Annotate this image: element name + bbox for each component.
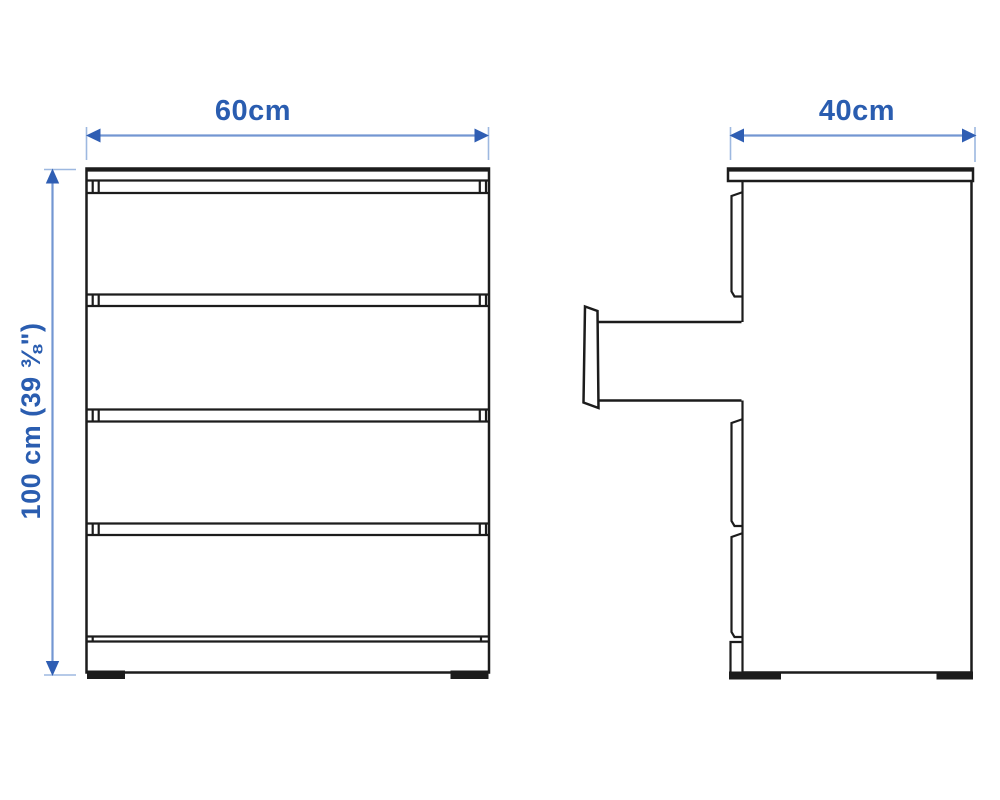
arrow-up-icon: [45, 168, 60, 184]
width-dimension-label: 60cm: [215, 95, 291, 127]
side-view: [582, 167, 975, 680]
side-drawer-front-closed: [730, 531, 744, 639]
arrow-right-icon: [962, 128, 977, 143]
front-foot-left: [87, 670, 125, 679]
height-dimension: 100 cm (39 ⅜"): [16, 168, 76, 676]
side-open-drawer: [582, 304, 742, 410]
side-drawer-front-closed: [730, 417, 744, 528]
side-plinth: [729, 640, 743, 672]
side-foot-back: [936, 671, 973, 680]
front-foot-right: [450, 670, 489, 679]
depth-dimension-label: 40cm: [819, 95, 895, 127]
open-drawer-front-panel: [582, 304, 600, 410]
side-drawer-front-closed: [730, 190, 744, 298]
front-drawer-gap: [87, 181, 488, 195]
front-view: [85, 167, 491, 679]
width-dimension: 60cm: [85, 95, 490, 160]
side-foot-front: [729, 671, 781, 680]
arrow-left-icon: [729, 128, 744, 143]
arrow-left-icon: [86, 128, 101, 143]
front-drawer-gap: [87, 408, 488, 423]
arrow-down-icon: [45, 661, 60, 676]
height-dimension-label: 100 cm (39 ⅜"): [16, 323, 46, 520]
front-drawer-gap: [87, 522, 488, 537]
depth-dimension: 40cm: [729, 95, 977, 162]
front-bottom-rail: [87, 635, 488, 643]
arrow-right-icon: [474, 128, 489, 143]
front-drawer-gap: [87, 293, 488, 308]
